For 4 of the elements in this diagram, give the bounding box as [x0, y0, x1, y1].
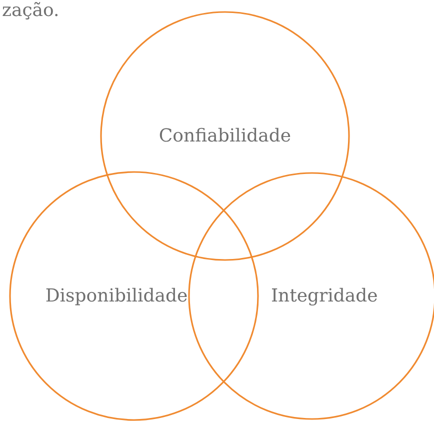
set-label: Disponibilidade	[45, 286, 188, 306]
set-label: Confiabilidade	[158, 126, 292, 146]
text-fragment: zação.	[2, 0, 60, 21]
set-label: Integridade	[270, 286, 378, 306]
